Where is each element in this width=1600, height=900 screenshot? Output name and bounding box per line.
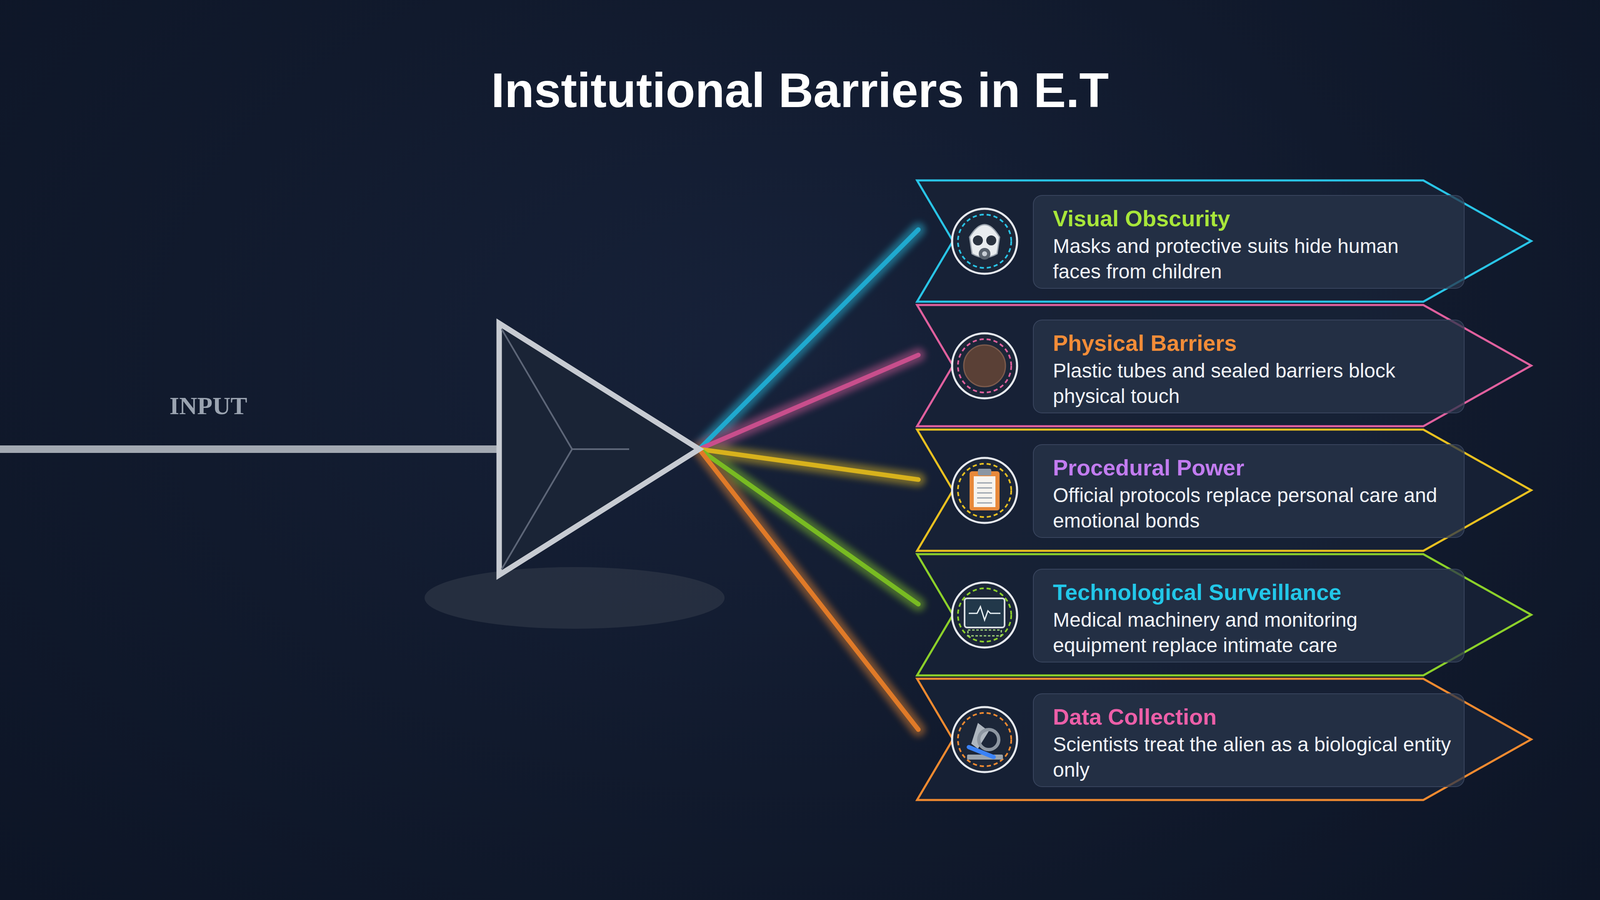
chevron-box: Data CollectionScientists treat the alie… — [915, 677, 1534, 802]
box-body: Plastic tubes and sealed barriers block … — [1052, 358, 1452, 410]
text-card: Data CollectionScientists treat the alie… — [1032, 693, 1465, 788]
chevron-box: Procedural PowerOfficial protocols repla… — [915, 427, 1534, 553]
icon — [952, 457, 1018, 523]
box-heading: Data Collection — [1052, 703, 1452, 731]
box-heading: Technological Surveillance — [1052, 578, 1452, 606]
chevron-shape — [917, 305, 1532, 427]
chevron-shape — [917, 678, 1532, 800]
chevron-box: Physical BarriersPlastic tubes and seale… — [915, 303, 1534, 428]
chevron-shape — [917, 554, 1532, 676]
text-card: Physical BarriersPlastic tubes and seale… — [1032, 319, 1465, 414]
box-heading: Visual Obscurity — [1052, 205, 1452, 233]
chevron-shape — [917, 180, 1532, 302]
input-beam-glow — [0, 442, 500, 457]
input-beam — [0, 445, 500, 453]
icon — [952, 333, 1018, 399]
chevron-box: Technological SurveillanceMedical machin… — [915, 552, 1534, 678]
box-body: Masks and protective suits hide human fa… — [1052, 233, 1452, 285]
diagram-title: Institutional Barriers in E.T — [0, 62, 1600, 119]
box-body: Official protocols replace personal care… — [1052, 482, 1452, 534]
icon — [952, 582, 1018, 648]
box-heading: Physical Barriers — [1052, 329, 1452, 357]
input-label: INPUT — [166, 391, 250, 421]
icon — [952, 707, 1018, 773]
box-body: Medical machinery and monitoring equipme… — [1052, 607, 1452, 659]
icon — [952, 208, 1018, 274]
light-rays — [699, 229, 919, 730]
prism — [499, 323, 700, 575]
chevron-shape — [917, 429, 1532, 551]
prism-shadow — [424, 567, 725, 629]
text-card: Procedural PowerOfficial protocols repla… — [1032, 444, 1465, 538]
box-heading: Procedural Power — [1052, 454, 1452, 482]
text-card: Visual ObscurityMasks and protective sui… — [1032, 195, 1465, 289]
chevron-box: Visual ObscurityMasks and protective sui… — [915, 178, 1534, 304]
text-card: Technological SurveillanceMedical machin… — [1032, 568, 1465, 663]
box-body: Scientists treat the alien as a biologic… — [1052, 732, 1452, 783]
